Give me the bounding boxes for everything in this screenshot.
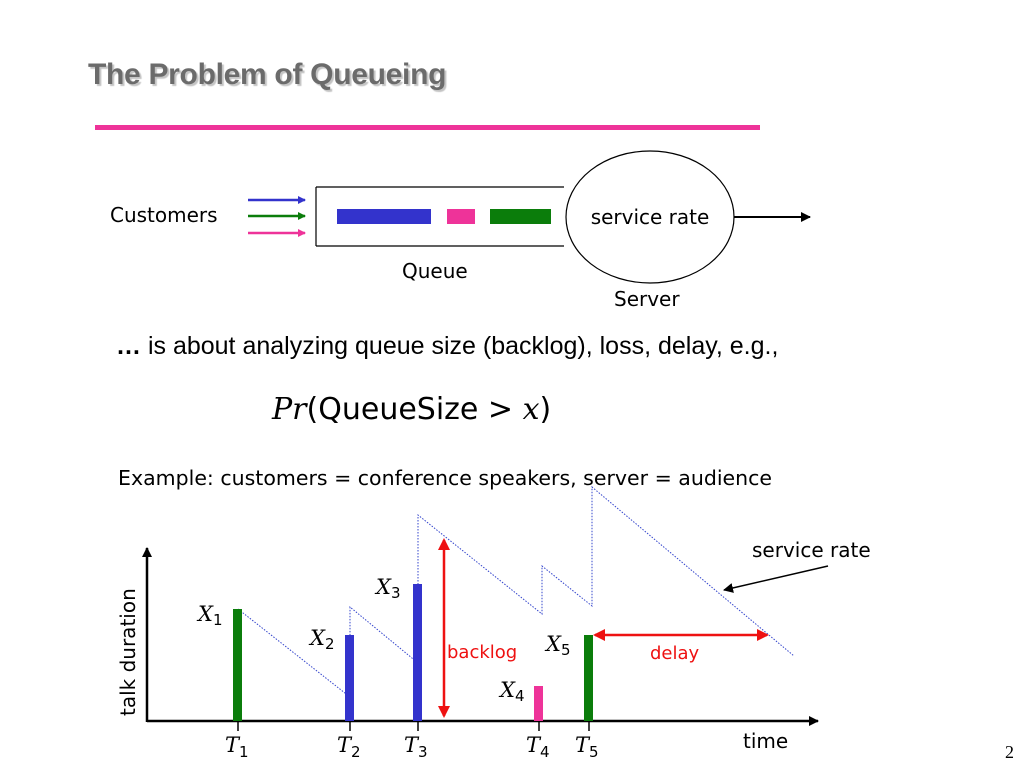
arrival-label-5: T5	[575, 733, 599, 761]
formula-operator: >	[478, 392, 523, 427]
job-label-2: X2	[308, 626, 335, 653]
job-label-4: X4	[498, 678, 525, 705]
server-label: Server	[614, 287, 680, 311]
queued-customer-blue	[337, 209, 431, 224]
backlog-curve	[237, 485, 795, 699]
job-bar-2	[345, 635, 354, 721]
server-service-rate-label: service rate	[591, 205, 710, 229]
job-label-1: X1	[196, 602, 223, 629]
backlog-label: backlog	[447, 642, 517, 663]
page-number: 2	[1005, 742, 1014, 762]
intro-text: is about analyzing queue size (backlog),…	[141, 332, 779, 360]
formula-open-paren: (	[306, 392, 319, 427]
formula-variable: QueueSize	[318, 392, 479, 427]
arrival-label-2: T2	[337, 733, 361, 761]
service-rate-pointer	[723, 565, 829, 593]
job-bar-1	[233, 609, 242, 721]
formula-x: x	[522, 392, 540, 427]
queued-customer-pink	[447, 209, 475, 224]
arrival-label-3: T3	[404, 733, 428, 761]
formula-pr: Pr	[272, 392, 307, 427]
job-bar-5	[584, 635, 593, 721]
title-underline	[95, 125, 760, 130]
queue-label: Queue	[402, 259, 468, 283]
slide-title: The Problem of Queueing	[88, 58, 447, 91]
job-bar-3	[413, 584, 422, 721]
customers-label: Customers	[110, 203, 218, 227]
job-bar-4	[534, 686, 543, 721]
queued-customer-green	[490, 209, 551, 224]
arrival-label-1: T1	[225, 733, 249, 761]
queue-buffer	[315, 186, 564, 247]
arrival-label-4: T4	[526, 733, 550, 761]
y-axis-label: talk duration	[116, 588, 140, 716]
intro-ellipsis: …	[116, 332, 141, 360]
formula-close-paren: )	[539, 392, 552, 427]
service-rate-annotation: service rate	[752, 538, 871, 562]
queue-size-formula: Pr(QueueSize > x)	[272, 392, 551, 427]
job-label-3: X3	[374, 575, 401, 602]
job-label-5: X5	[544, 632, 571, 659]
x-axis-label: time	[743, 729, 788, 753]
example-line: Example: customers = conference speakers…	[118, 466, 773, 490]
intro-sentence: … is about analyzing queue size (backlog…	[116, 332, 778, 361]
delay-label: delay	[650, 643, 700, 664]
